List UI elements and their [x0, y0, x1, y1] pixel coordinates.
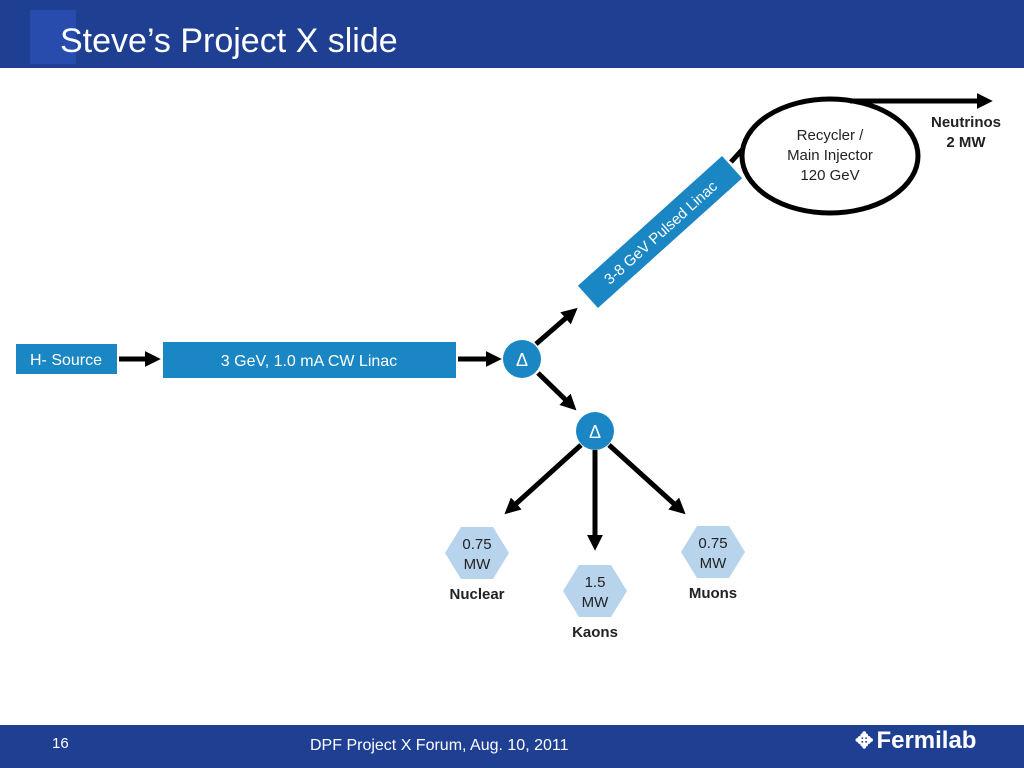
splitter-symbol-2: Δ	[589, 422, 601, 442]
nuclear-label: Nuclear	[449, 586, 504, 603]
nuclear-power-value: 0.75	[462, 536, 491, 553]
fermilab-logo: ✥Fermilab	[855, 727, 976, 755]
muons-label: Muons	[689, 585, 737, 602]
header-accent-shape	[30, 10, 76, 64]
neutrinos-label: Neutrinos	[931, 114, 1001, 131]
kaons-power-value: 1.5	[585, 574, 606, 591]
project-x-diagram: H- Source 3 GeV, 1.0 mA CW Linac Δ 3-8 G…	[16, 92, 1001, 641]
fermilab-logo-icon: ✥	[855, 728, 874, 753]
arrow-splitter-to-pulsed-linac	[534, 307, 578, 346]
page-number: 16	[52, 735, 69, 752]
recycler-label-line3: 120 GeV	[800, 167, 859, 184]
arrow-to-muons	[607, 443, 686, 515]
muons-target: 0.75 MW Muons	[681, 526, 745, 602]
recycler-label-line2: Main Injector	[787, 147, 873, 164]
kaons-target: 1.5 MW Kaons	[563, 565, 627, 641]
slide-header: Steve’s Project X slide	[0, 0, 1024, 68]
recycler-ring: Recycler / Main Injector 120 GeV	[739, 96, 921, 216]
kaons-power-unit: MW	[582, 594, 609, 611]
h-source-box: H- Source	[16, 344, 117, 374]
neutrinos-power: 2 MW	[946, 134, 986, 151]
recycler-label-line1: Recycler /	[797, 127, 865, 144]
h-source-label: H- Source	[30, 352, 102, 369]
arrow-to-nuclear	[504, 443, 583, 515]
fermilab-logo-text: Fermilab	[876, 727, 977, 754]
kaons-label: Kaons	[572, 624, 618, 641]
pulsed-linac-label: 3-8 GeV Pulsed Linac	[601, 178, 721, 289]
muons-power-value: 0.75	[698, 535, 727, 552]
cw-linac-label: 3 GeV, 1.0 mA CW Linac	[221, 353, 397, 370]
cw-linac-box: 3 GeV, 1.0 mA CW Linac	[163, 342, 456, 378]
slide-footer: 16 DPF Project X Forum, Aug. 10, 2011 ✥F…	[0, 725, 1024, 768]
splitter-symbol-1: Δ	[516, 350, 528, 370]
slide-title: Steve’s Project X slide	[60, 22, 398, 60]
nuclear-target: 0.75 MW Nuclear	[445, 527, 509, 603]
pulsed-linac-box: 3-8 GeV Pulsed Linac	[577, 155, 743, 309]
muons-power-unit: MW	[700, 555, 727, 572]
splitter-circle-1: Δ	[503, 340, 541, 378]
splitter-circle-2: Δ	[576, 412, 614, 450]
nuclear-power-unit: MW	[464, 556, 491, 573]
arrow-splitter-to-splitter-2	[536, 371, 577, 411]
footer-text: DPF Project X Forum, Aug. 10, 2011	[310, 737, 569, 754]
